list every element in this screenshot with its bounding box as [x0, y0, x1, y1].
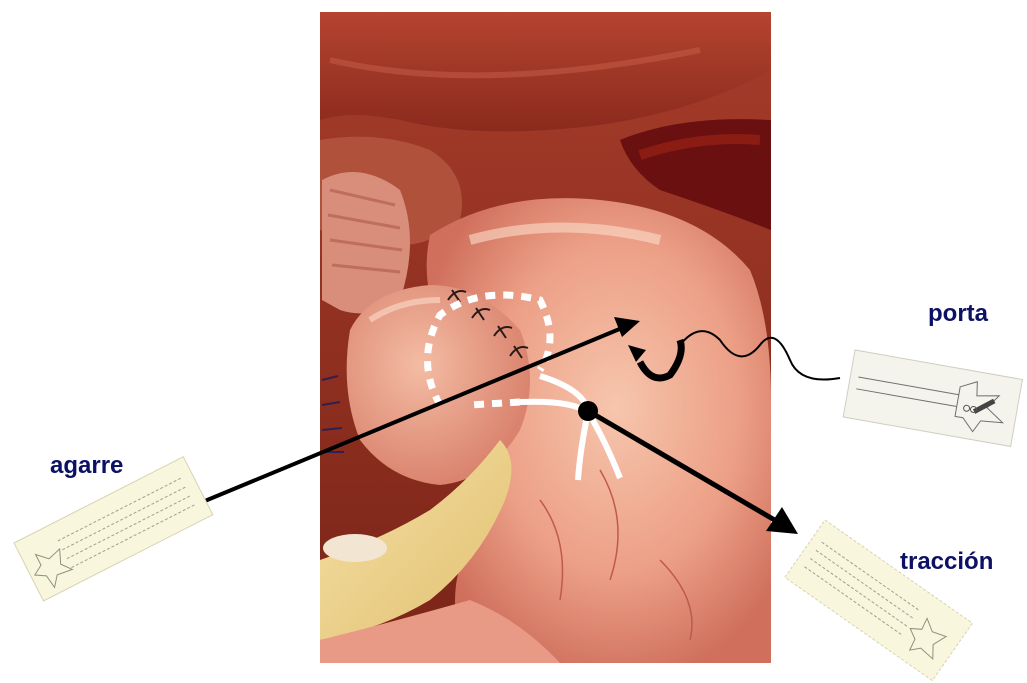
label-traccion: tracción	[900, 548, 993, 576]
needle-holder-instrument-icon	[843, 350, 1022, 446]
anatomical-illustration	[320, 12, 771, 663]
traction-point	[578, 401, 598, 421]
label-porta: porta	[928, 300, 988, 328]
label-agarre: agarre	[50, 452, 123, 480]
traction-instrument-icon	[785, 520, 973, 681]
